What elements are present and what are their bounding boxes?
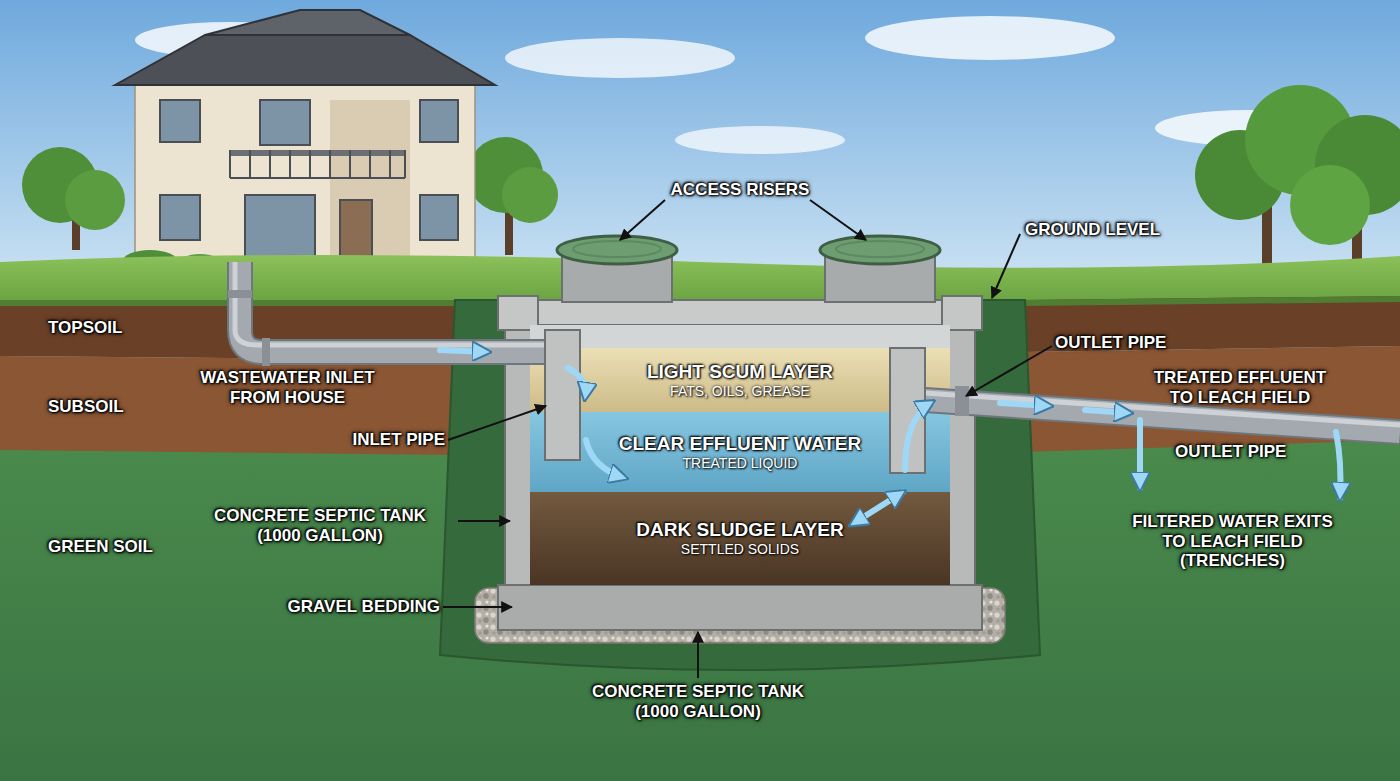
callout-label: CONCRETE SEPTIC TANK (1000 GALLON)	[195, 506, 445, 545]
callout-label: INLET PIPE	[290, 430, 445, 450]
soil-layer-label: SUBSOIL	[48, 397, 208, 417]
ground-layers	[1025, 296, 1400, 306]
leader-line	[697, 632, 699, 678]
septic-tank	[538, 300, 942, 325]
flow-arrow	[905, 402, 932, 470]
house	[160, 195, 200, 240]
layer-subtitle: TREATED LIQUID	[683, 455, 798, 472]
flow-arrow	[440, 350, 488, 352]
house	[115, 35, 495, 85]
layer-subtitle: SETTLED SOLIDS	[681, 541, 799, 558]
soil-layer-label: TOPSOIL	[48, 318, 208, 338]
flow-label: FILTERED WATER EXITS TO LEACH FIELD (TRE…	[1125, 512, 1340, 571]
ground-layers	[1025, 346, 1400, 452]
access-riser	[557, 236, 940, 302]
flow-arrow	[440, 350, 1341, 518]
soil-layer-label: GREEN SOIL	[48, 537, 208, 557]
ground-layers	[0, 300, 455, 360]
house	[330, 100, 410, 265]
leader-line	[966, 346, 1052, 396]
leader-line	[810, 200, 866, 240]
pipe-label: TREATED EFFLUENT TO LEACH FIELD	[1140, 368, 1340, 407]
flow-arrow	[1000, 403, 1050, 406]
effluent-layer: CLEAR EFFLUENT WATERTREATED LIQUID	[530, 412, 950, 492]
outlet-pipe	[925, 386, 1400, 432]
ground-layers	[1025, 296, 1400, 352]
flow-arrow	[1085, 410, 1130, 413]
ground-layers	[0, 255, 1400, 781]
callout-label: ACCESS RISERS	[630, 180, 850, 200]
septic-tank	[530, 325, 950, 585]
leader-line	[458, 520, 510, 522]
leader-line	[620, 200, 665, 240]
leader-line	[443, 606, 512, 608]
layer-subtitle: FATS, OILS, GREASE	[670, 383, 810, 400]
septic-tank	[498, 296, 982, 630]
sky	[505, 38, 735, 78]
house	[230, 150, 405, 178]
access-riser	[836, 241, 924, 257]
access-riser	[573, 241, 661, 257]
trees	[65, 170, 125, 230]
baffle	[545, 330, 925, 473]
house	[115, 10, 495, 274]
callout-label: GROUND LEVEL	[1025, 220, 1205, 240]
sludge-layer: DARK SLUDGE LAYERSETTLED SOLIDS	[530, 492, 950, 585]
pipe-label: WASTEWATER INLET FROM HOUSE	[180, 368, 395, 407]
access-riser	[820, 236, 940, 264]
ground-layers	[0, 440, 1400, 781]
house	[420, 100, 458, 142]
callout-label: CONCRETE SEPTIC TANK (1000 GALLON)	[573, 682, 823, 721]
inlet-pipe	[262, 338, 270, 366]
flow-arrow	[1336, 432, 1341, 498]
septic-tank	[505, 300, 975, 600]
septic-tank	[498, 585, 982, 630]
pipe-label: OUTLET PIPE	[1175, 442, 1315, 462]
leader-line	[443, 200, 1052, 678]
outlet-pipe	[925, 400, 1400, 432]
layer-title: DARK SLUDGE LAYER	[636, 519, 843, 541]
leader-line	[448, 406, 546, 440]
ground-layers	[0, 356, 455, 455]
outlet-pipe	[925, 400, 1400, 432]
ground-layers	[440, 300, 1040, 670]
inlet-pipe	[235, 262, 550, 345]
flow-arrow	[568, 368, 585, 398]
trees	[1290, 165, 1370, 245]
outlet-pipe	[925, 393, 1400, 425]
flow-arrow	[1137, 420, 1143, 488]
sky	[865, 16, 1115, 60]
access-riser	[557, 236, 677, 264]
house	[260, 100, 310, 145]
septic-tank	[498, 296, 538, 330]
sky	[675, 126, 845, 154]
leader-line	[992, 234, 1020, 298]
ground-layers	[0, 300, 455, 306]
septic-tank	[942, 296, 982, 330]
scum-layer: LIGHT SCUM LAYERFATS, OILS, GREASE	[530, 348, 950, 412]
trees	[502, 167, 558, 223]
flow-arrow	[586, 440, 625, 478]
house	[205, 10, 410, 35]
inlet-pipe	[240, 262, 550, 352]
layer-title: LIGHT SCUM LAYER	[647, 361, 833, 383]
inlet-pipe	[228, 290, 252, 298]
house	[245, 195, 315, 265]
inlet-pipe	[240, 262, 550, 352]
outlet-pipe	[955, 386, 969, 416]
baffle	[890, 348, 925, 473]
house	[135, 80, 475, 265]
callout-label: GRAVEL BEDDING	[260, 597, 440, 617]
layer-title: CLEAR EFFLUENT WATER	[619, 433, 861, 455]
house	[230, 150, 405, 156]
flow-arrow	[862, 492, 903, 518]
house	[420, 195, 458, 240]
baffle	[545, 330, 580, 460]
house	[160, 100, 200, 142]
inlet-pipe	[228, 262, 550, 366]
callout-label: OUTLET PIPE	[1055, 333, 1195, 353]
